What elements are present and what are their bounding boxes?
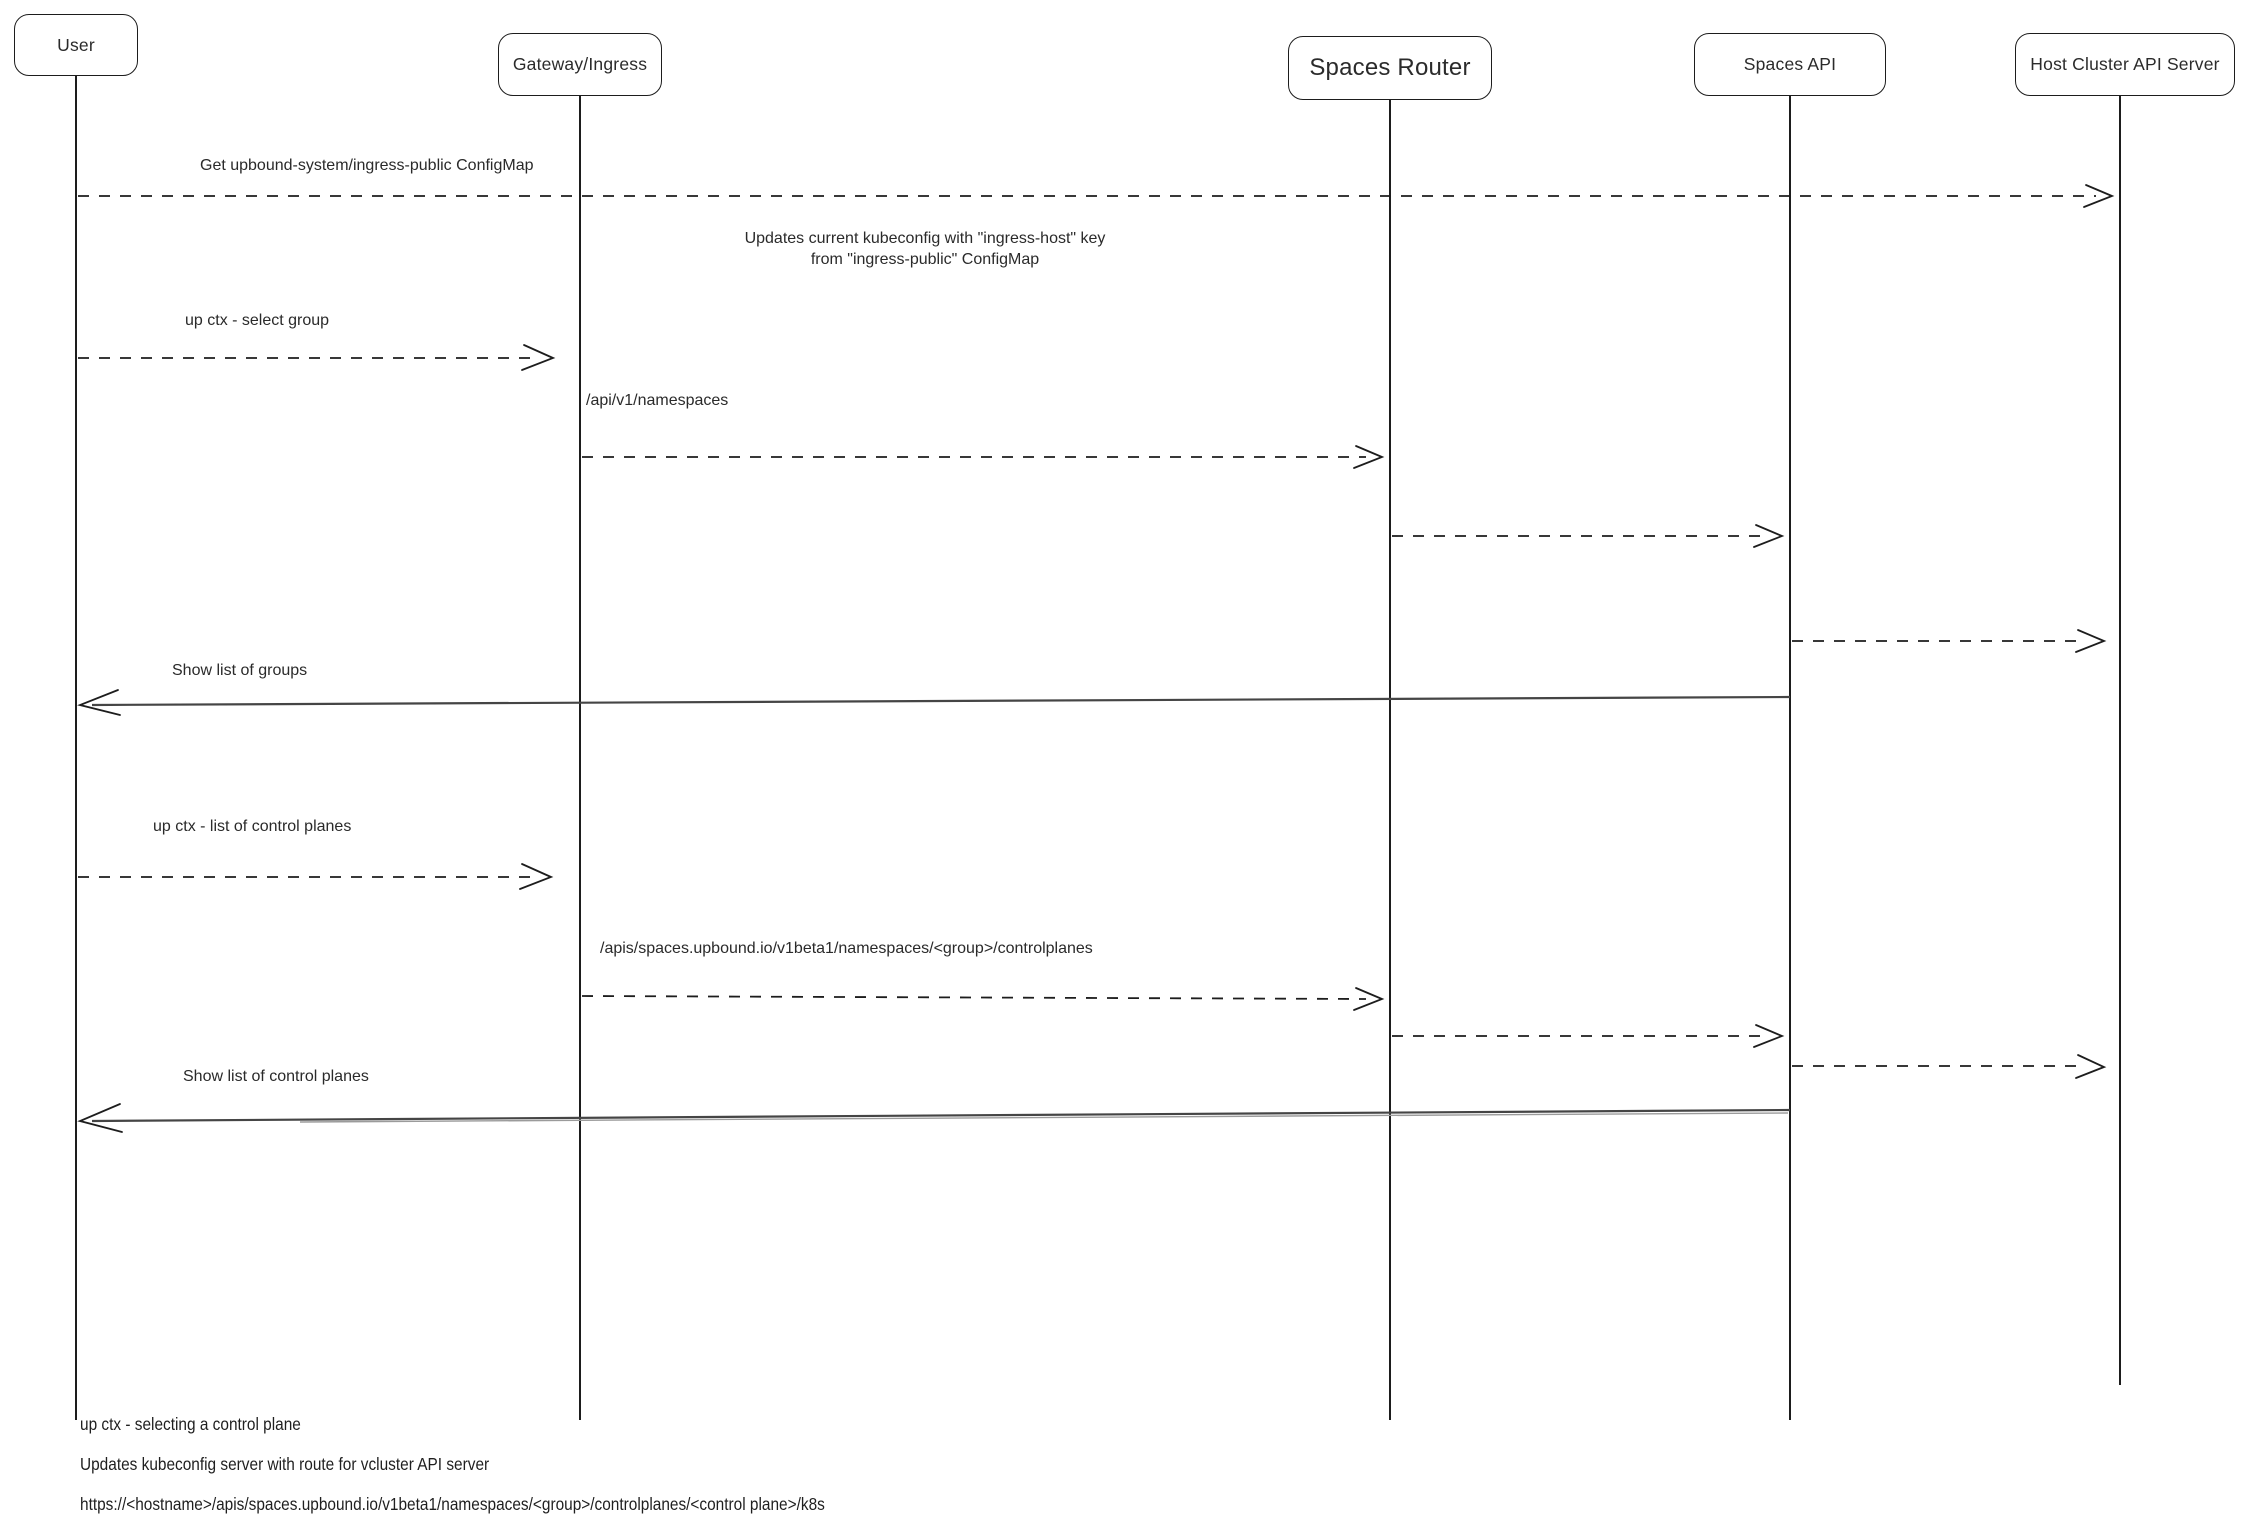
msg-9-arrowhead [1753, 1024, 1785, 1048]
msg-8-arrowhead [1353, 987, 1385, 1011]
msg-7-label: up ctx - list of control planes [153, 818, 352, 835]
msg-8-line [581, 995, 1367, 1000]
msg-11-line-overdraw [299, 1112, 1789, 1123]
msg-0-arrow [78, 184, 2115, 208]
msg-5-arrowhead [2075, 629, 2107, 653]
msg-7-arrowhead [519, 863, 554, 890]
footnote-1: up ctx - selecting a control plane [80, 1414, 301, 1434]
msg-4-arrowhead [1753, 524, 1785, 548]
msg-11-arrow [77, 1103, 1791, 1133]
msg-3-arrow [582, 445, 1385, 469]
actor-box-host-cluster: Host Cluster API Server [2015, 33, 2235, 96]
msg-10-arrowhead [2075, 1054, 2107, 1079]
msg-7-arrow [78, 863, 554, 890]
msg-4-arrow [1392, 524, 1785, 548]
actor-label-spaces-api: Spaces API [1743, 54, 1837, 74]
actor-box-spaces-router: Spaces Router [1288, 36, 1492, 100]
msg-6-label: Show list of groups [172, 662, 308, 679]
actor-label-spaces-router: Spaces Router [1309, 54, 1471, 81]
msg-11-line [91, 1108, 1791, 1123]
msg-5-arrow [1792, 629, 2107, 653]
footnote-3: https://<hostname>/apis/spaces.upbound.i… [80, 1494, 825, 1514]
msg-8-label: /apis/spaces.upbound.io/v1beta1/namespac… [600, 940, 1093, 957]
msg-11-arrowhead [77, 1103, 123, 1133]
msg-2-label: up ctx - select group [185, 312, 330, 329]
msg-10-arrow [1792, 1054, 2107, 1079]
actor-label-user: User [57, 34, 95, 55]
msg-11-label: Show list of control planes [183, 1068, 369, 1085]
footnote-2: Updates kubeconfig server with route for… [80, 1454, 490, 1474]
msg-0-label: Get upbound-system/ingress-public Config… [200, 157, 534, 174]
actor-label-gateway: Gateway/Ingress [512, 54, 648, 74]
msg-6-line [91, 695, 1791, 707]
msg-2-arrow [78, 344, 556, 371]
msg-0-arrowhead [2083, 184, 2115, 208]
msg-3-label: /api/v1/namespaces [586, 392, 729, 409]
msg-9-arrow [1392, 1024, 1785, 1048]
msg-8-arrow [581, 987, 1385, 1011]
actor-box-spaces-api: Spaces API [1694, 33, 1886, 96]
actor-label-host-cluster: Host Cluster API Server [2030, 54, 2220, 74]
msg-6-arrowhead [77, 689, 121, 716]
actor-box-gateway: Gateway/Ingress [498, 33, 662, 96]
actor-box-user: User [14, 14, 138, 76]
msg-6-arrow [77, 689, 1791, 716]
msg-3-arrowhead [1353, 445, 1385, 469]
msg-2-arrowhead [521, 344, 556, 371]
msg-1-note: Updates current kubeconfig with "ingress… [744, 230, 1106, 268]
